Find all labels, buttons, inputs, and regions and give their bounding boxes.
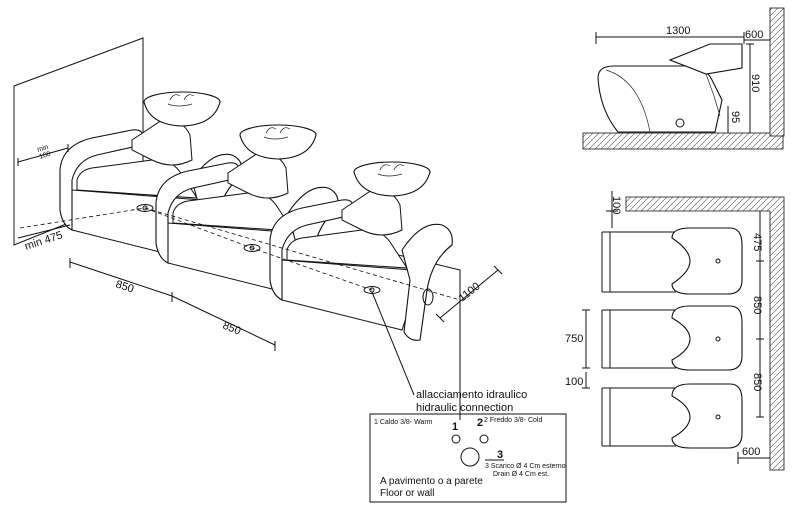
plan-dim-850-a: 850 — [751, 296, 763, 314]
plan-dim-100-mid: 100 — [565, 376, 583, 388]
svg-text:850: 850 — [221, 320, 243, 338]
legend-drain-it: 3 Scarico Ø 4 Cm esterno — [485, 463, 566, 470]
hot-pipe-icon — [451, 434, 461, 444]
svg-text:850: 850 — [114, 278, 135, 295]
dim-1100: 1100 — [435, 265, 503, 323]
dim-850-second: 850 — [171, 295, 276, 351]
plan-unit-1 — [601, 227, 743, 295]
plan-dim-850-b: 850 — [751, 373, 763, 391]
connection-label-it: allacciamento idraulico — [416, 389, 527, 401]
legend-floor-en: Floor or wall — [380, 488, 434, 499]
side-view: 1300 600 910 95 — [582, 7, 785, 150]
connection-label-en: hidraulic connection — [416, 402, 513, 414]
legend-number-3: 3 — [497, 449, 503, 461]
plan-dim-600: 600 — [742, 446, 760, 458]
perspective-view: min 100 min 475 850 850 1100 allacciamen… — [13, 37, 527, 420]
plan-view: 100 475 850 850 750 100 600 — [565, 191, 785, 471]
plan-unit-3 — [601, 383, 743, 449]
drain-icon — [460, 447, 480, 467]
drain-port — [422, 288, 434, 306]
legend-number-2: 2 — [477, 417, 483, 429]
legend-drain-en: Drain Ø 4 Cm est. — [493, 471, 549, 478]
side-drain-icon — [675, 118, 685, 128]
connection-point-2 — [243, 244, 261, 252]
legend-floor-it: A pavimento o a parete — [380, 476, 483, 487]
chair-3 — [269, 161, 453, 341]
dim-min475: min 475 — [17, 224, 71, 253]
legend-number-1: 1 — [452, 421, 458, 433]
svg-text:min: min — [36, 144, 49, 154]
svg-text:100: 100 — [38, 151, 51, 161]
plan-dim-100-top: 100 — [610, 196, 622, 214]
side-dim-1300: 1300 — [666, 25, 690, 37]
legend-cold: 2 Freddo 3/8- Cold — [484, 417, 542, 424]
legend-hot: 1 Caldo 3/8- Warm — [374, 419, 433, 426]
plan-unit-2 — [601, 305, 743, 371]
connection-point-1 — [136, 204, 154, 212]
plan-dim-475: 475 — [751, 233, 763, 251]
side-dim-95: 95 — [729, 111, 741, 123]
side-dim-600: 600 — [745, 29, 763, 41]
dim-min100: min 100 — [17, 144, 69, 166]
plan-dim-750: 750 — [565, 333, 583, 345]
dim-850-first: 850 — [69, 258, 173, 302]
connection-legend: 1 Caldo 3/8- Warm 2 Freddo 3/8- Cold 1 2… — [369, 413, 567, 503]
cold-pipe-icon — [479, 434, 489, 444]
side-dim-910: 910 — [749, 74, 761, 92]
